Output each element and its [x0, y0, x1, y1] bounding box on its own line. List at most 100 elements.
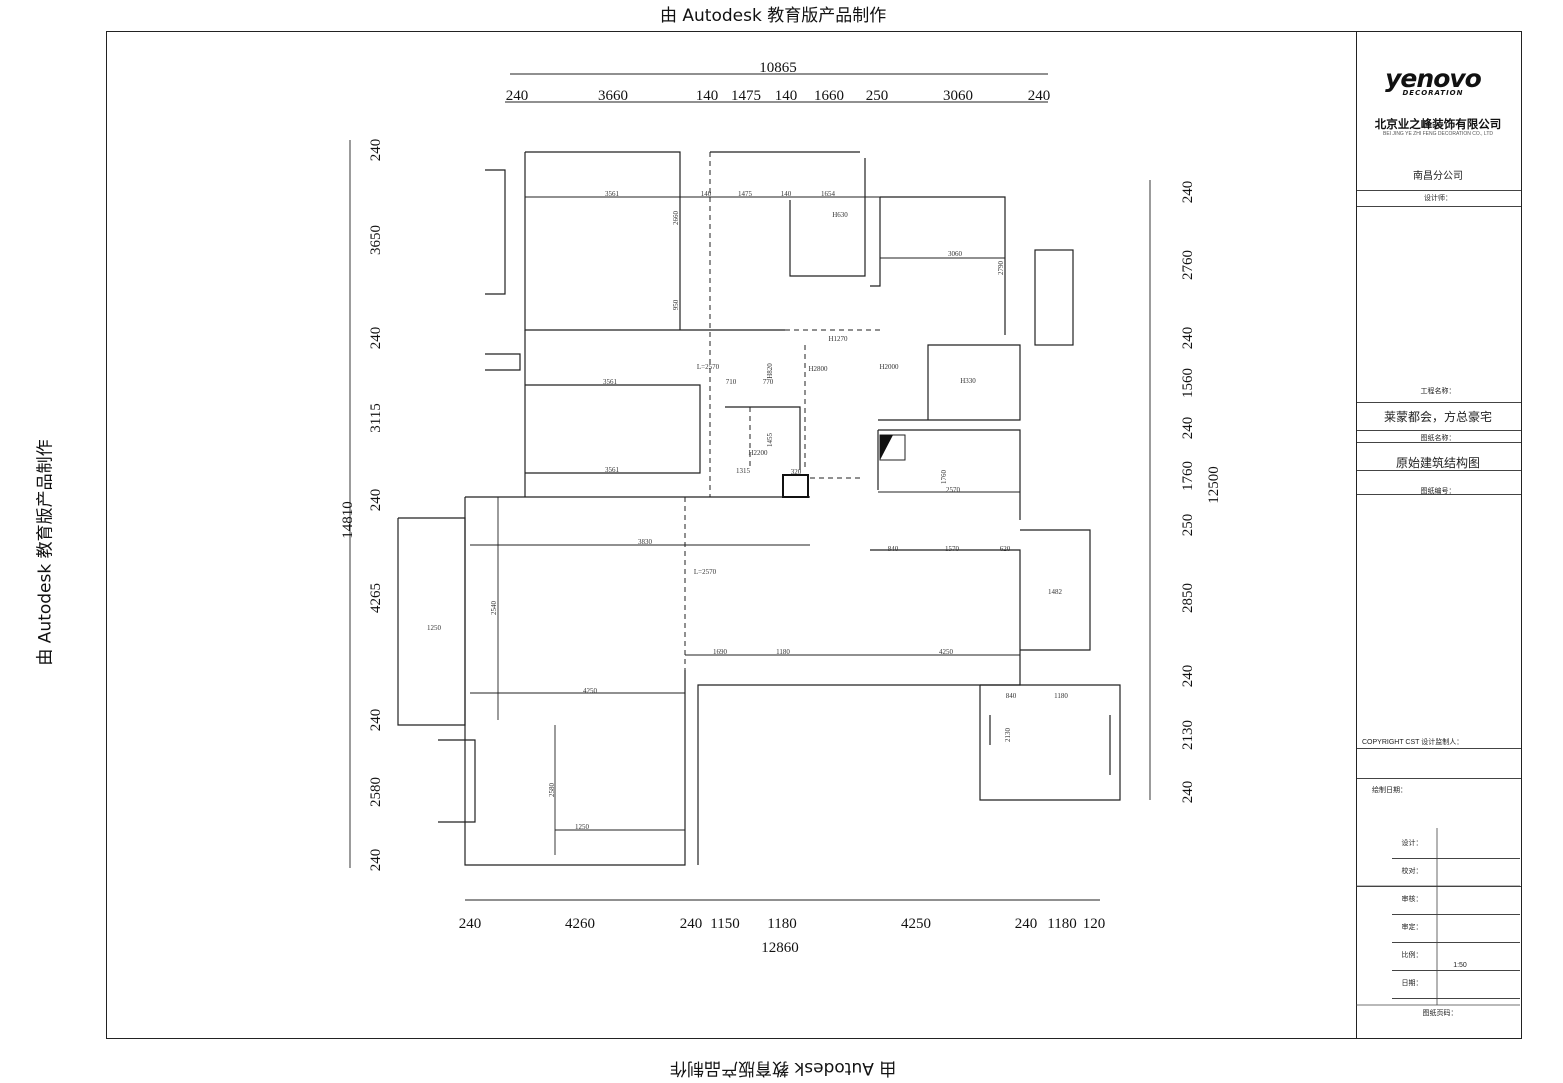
copyright-line: COPYRIGHT CST 设计监制人： — [1362, 739, 1464, 746]
dim-bottom-7: 1180 — [1047, 916, 1076, 932]
dim-top-1: 3660 — [598, 88, 628, 104]
dim-right-4: 240 — [1180, 417, 1196, 440]
branch-name: 南昌分公司 — [1413, 171, 1463, 182]
dim-bottom-2: 240 — [680, 916, 703, 932]
sign-row-label: 日期： — [1401, 980, 1423, 987]
inner-label: 1180 — [1054, 692, 1068, 700]
company-name-en: BEI JING YE ZHI FENG DECORATION CO., LTD — [1382, 131, 1493, 137]
dim-right-1: 2760 — [1180, 250, 1196, 280]
dim-top-2: 140 — [696, 88, 719, 104]
dim-top-8: 240 — [1028, 88, 1051, 104]
inner-label: H2000 — [879, 363, 899, 371]
inner-label: 3060 — [948, 250, 963, 258]
inner-label: H820 — [766, 363, 774, 379]
inner-label: 2580 — [548, 783, 556, 798]
dim-top-3: 1475 — [731, 88, 761, 104]
dim-top-4: 140 — [775, 88, 798, 104]
dims-top: 240 3660 140 1475 140 1660 250 3060 240 — [506, 88, 1051, 104]
wall-top-right — [880, 196, 1006, 335]
sign-row-label: 审核： — [1401, 896, 1423, 903]
balcony-se — [979, 684, 1121, 801]
inner-label: 620 — [1000, 545, 1011, 553]
inner-label: 1654 — [821, 190, 836, 198]
drawing-label: 图纸名称： — [1420, 435, 1456, 442]
dim-bottom-5: 4250 — [901, 916, 931, 932]
inner-label: 1250 — [427, 624, 442, 632]
walls — [397, 151, 1121, 866]
watermark-top: 由 Autodesk 教育版产品制作 — [660, 6, 887, 26]
inner-label: H1270 — [828, 335, 848, 343]
logo-text: yenovo — [1385, 64, 1482, 93]
wall-kitchen — [878, 344, 1021, 421]
dim-left-6: 240 — [368, 709, 384, 732]
inner-dim-lines — [470, 152, 1020, 855]
dim-bottom-3: 1150 — [710, 916, 739, 932]
sign-row-divider — [1392, 858, 1520, 859]
sign-row-label: 比例： — [1401, 952, 1423, 959]
dim-bottom-1: 4260 — [565, 916, 595, 932]
dim-top-7: 3060 — [943, 88, 973, 104]
inner-label: H330 — [960, 377, 976, 385]
inner-label: H630 — [832, 211, 848, 219]
inner-label: 770 — [763, 378, 774, 386]
dim-right-8: 240 — [1180, 665, 1196, 688]
inner-label: 2130 — [1004, 728, 1012, 743]
dim-bottom-8: 120 — [1083, 916, 1106, 932]
wall-east — [1020, 529, 1091, 651]
dims-bottom: 240 4260 240 1150 1180 4250 240 1180 120 — [459, 916, 1106, 932]
dim-bottom-6: 240 — [1015, 916, 1038, 932]
inner-label: 1475 — [738, 190, 753, 198]
dim-right-total: 12500 — [1206, 466, 1222, 504]
inner-label: 840 — [1006, 692, 1017, 700]
wall-bath — [870, 197, 881, 287]
dim-top-0: 240 — [506, 88, 529, 104]
dim-left-7: 2580 — [368, 777, 384, 807]
wall-north-a — [525, 151, 681, 330]
inner-label: 1180 — [776, 648, 790, 656]
inner-label: 3561 — [603, 378, 618, 386]
dim-left-total: 14810 — [340, 501, 356, 539]
inner-label: H2200 — [748, 449, 768, 457]
dim-bottom-0: 240 — [459, 916, 482, 932]
dim-left-8: 240 — [368, 849, 384, 872]
dim-left-4: 240 — [368, 489, 384, 512]
wall-master — [524, 152, 785, 331]
sign-row-divider — [1392, 942, 1520, 943]
date-label: 绘制日期： — [1372, 787, 1407, 794]
dim-right-5: 1760 — [1180, 461, 1196, 491]
window-right — [1034, 249, 1074, 346]
dim-text-group: 10865 12860 14810 12500 — [340, 60, 1222, 956]
dim-right-10: 240 — [1180, 781, 1196, 804]
dim-bottom-4: 1180 — [767, 916, 796, 932]
sign-row-label: 校对： — [1401, 868, 1423, 875]
sign-row-divider — [1392, 998, 1520, 999]
dim-top-total: 10865 — [759, 60, 797, 76]
inner-label: 320 — [791, 468, 802, 476]
drawing-name: 原始建筑结构图 — [1395, 456, 1480, 470]
dim-right-3: 1560 — [1180, 368, 1196, 398]
inner-label: 140 — [701, 190, 712, 198]
wall-ext-left2 — [485, 353, 521, 371]
dim-top-5: 1660 — [814, 88, 844, 104]
inner-label: H2800 — [808, 365, 828, 373]
inner-label: 2540 — [490, 601, 498, 616]
wall-stair — [789, 158, 866, 277]
inner-label: 3561 — [605, 466, 620, 474]
dim-top-6: 250 — [866, 88, 889, 104]
column-fill — [880, 435, 893, 460]
dim-left-1: 3650 — [368, 225, 384, 255]
logo-subtext: DECORATION — [1402, 89, 1464, 97]
dim-right-9: 2130 — [1180, 720, 1196, 750]
wall-closet — [725, 406, 801, 470]
inner-label: 1455 — [766, 433, 774, 448]
wall-mid-room — [525, 384, 701, 474]
inner-label: 4250 — [583, 687, 598, 695]
sign-row-label: 设计： — [1401, 840, 1423, 847]
company-name: 北京业之峰装饰有限公司 — [1374, 119, 1502, 131]
company-logo: yenovo DECORATION — [1368, 64, 1498, 97]
dim-right-0: 240 — [1180, 181, 1196, 204]
